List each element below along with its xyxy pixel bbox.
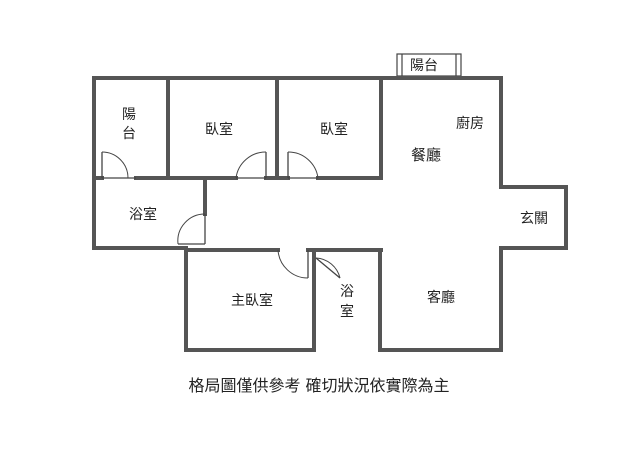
label-balcony-left-1: 陽 xyxy=(122,107,136,123)
door-bath-1 xyxy=(177,213,206,245)
label-bedroom-1: 臥室 xyxy=(205,121,233,138)
outer-wall-upper xyxy=(92,76,568,352)
label-bedroom-2: 臥室 xyxy=(320,121,348,138)
label-balcony-left-2: 台 xyxy=(122,126,136,142)
door-bedroom-1 xyxy=(235,151,267,179)
door-master-bedroom xyxy=(277,249,309,279)
door-left-balcony xyxy=(101,151,136,179)
label-living: 客廳 xyxy=(427,289,455,306)
label-kitchen: 廚房 xyxy=(456,115,484,132)
disclaimer-note: 格局圖僅供參考 確切狀況依實際為主 xyxy=(188,376,450,395)
label-bath-1: 浴室 xyxy=(129,206,157,223)
label-bath-2-2: 室 xyxy=(340,303,354,320)
label-dining: 餐廳 xyxy=(411,146,441,164)
label-balcony-top: 陽台 xyxy=(410,58,438,74)
outer-wall-lower xyxy=(184,248,316,352)
door-bath-2 xyxy=(315,257,341,279)
door-bedroom-2 xyxy=(287,151,319,179)
label-bath-2-1: 浴 xyxy=(340,284,354,300)
label-entrance: 玄關 xyxy=(520,210,548,227)
label-master-bedroom: 主臥室 xyxy=(231,292,273,309)
